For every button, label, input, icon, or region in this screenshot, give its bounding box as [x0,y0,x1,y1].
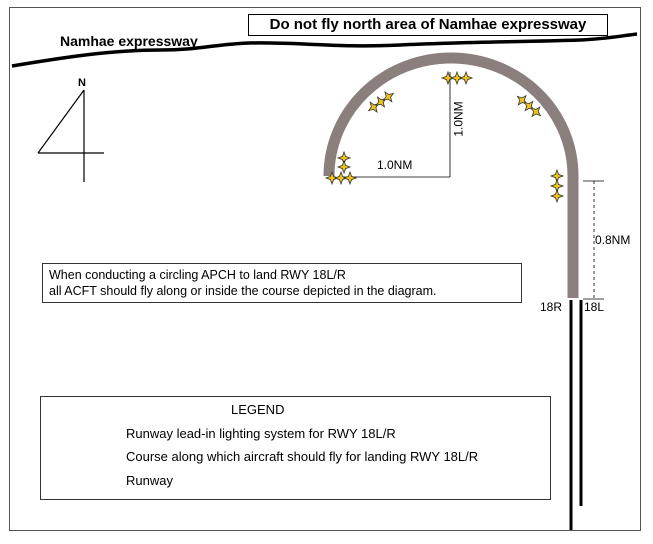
straight-distance-label: 0.8NM [595,233,631,247]
vertical-distance-label: 1.0NM [451,101,466,137]
north-arrow-icon [37,89,104,182]
legend-runway-label: Runway [126,473,173,488]
note-line-2: all ACFT should fly along or inside the … [49,284,437,298]
north-label: N [78,77,86,89]
no-fly-notice: Do not fly north area of Namhae expressw… [248,14,608,36]
legend-course-label: Course along which aircraft should fly f… [126,449,479,464]
legend-lights-label: Runway lead-in lighting system for RWY 1… [126,426,396,441]
circling-note: When conducting a circling APCH to land … [42,263,522,303]
legend-title: LEGEND [231,402,285,417]
note-line-1: When conducting a circling APCH to land … [49,268,346,282]
runway-18r-label: 18R [540,300,563,314]
dimension-lines [340,72,604,300]
circling-course [323,52,579,298]
legend: LEGEND Runway lead-in lighting system fo… [40,396,551,500]
runway-pair [569,300,583,530]
runway-18l-label: 18L [584,300,605,314]
horizontal-distance-label: 1.0NM [377,158,413,172]
expressway-label: Namhae expressway [60,33,198,49]
namhae-expressway [11,32,638,68]
